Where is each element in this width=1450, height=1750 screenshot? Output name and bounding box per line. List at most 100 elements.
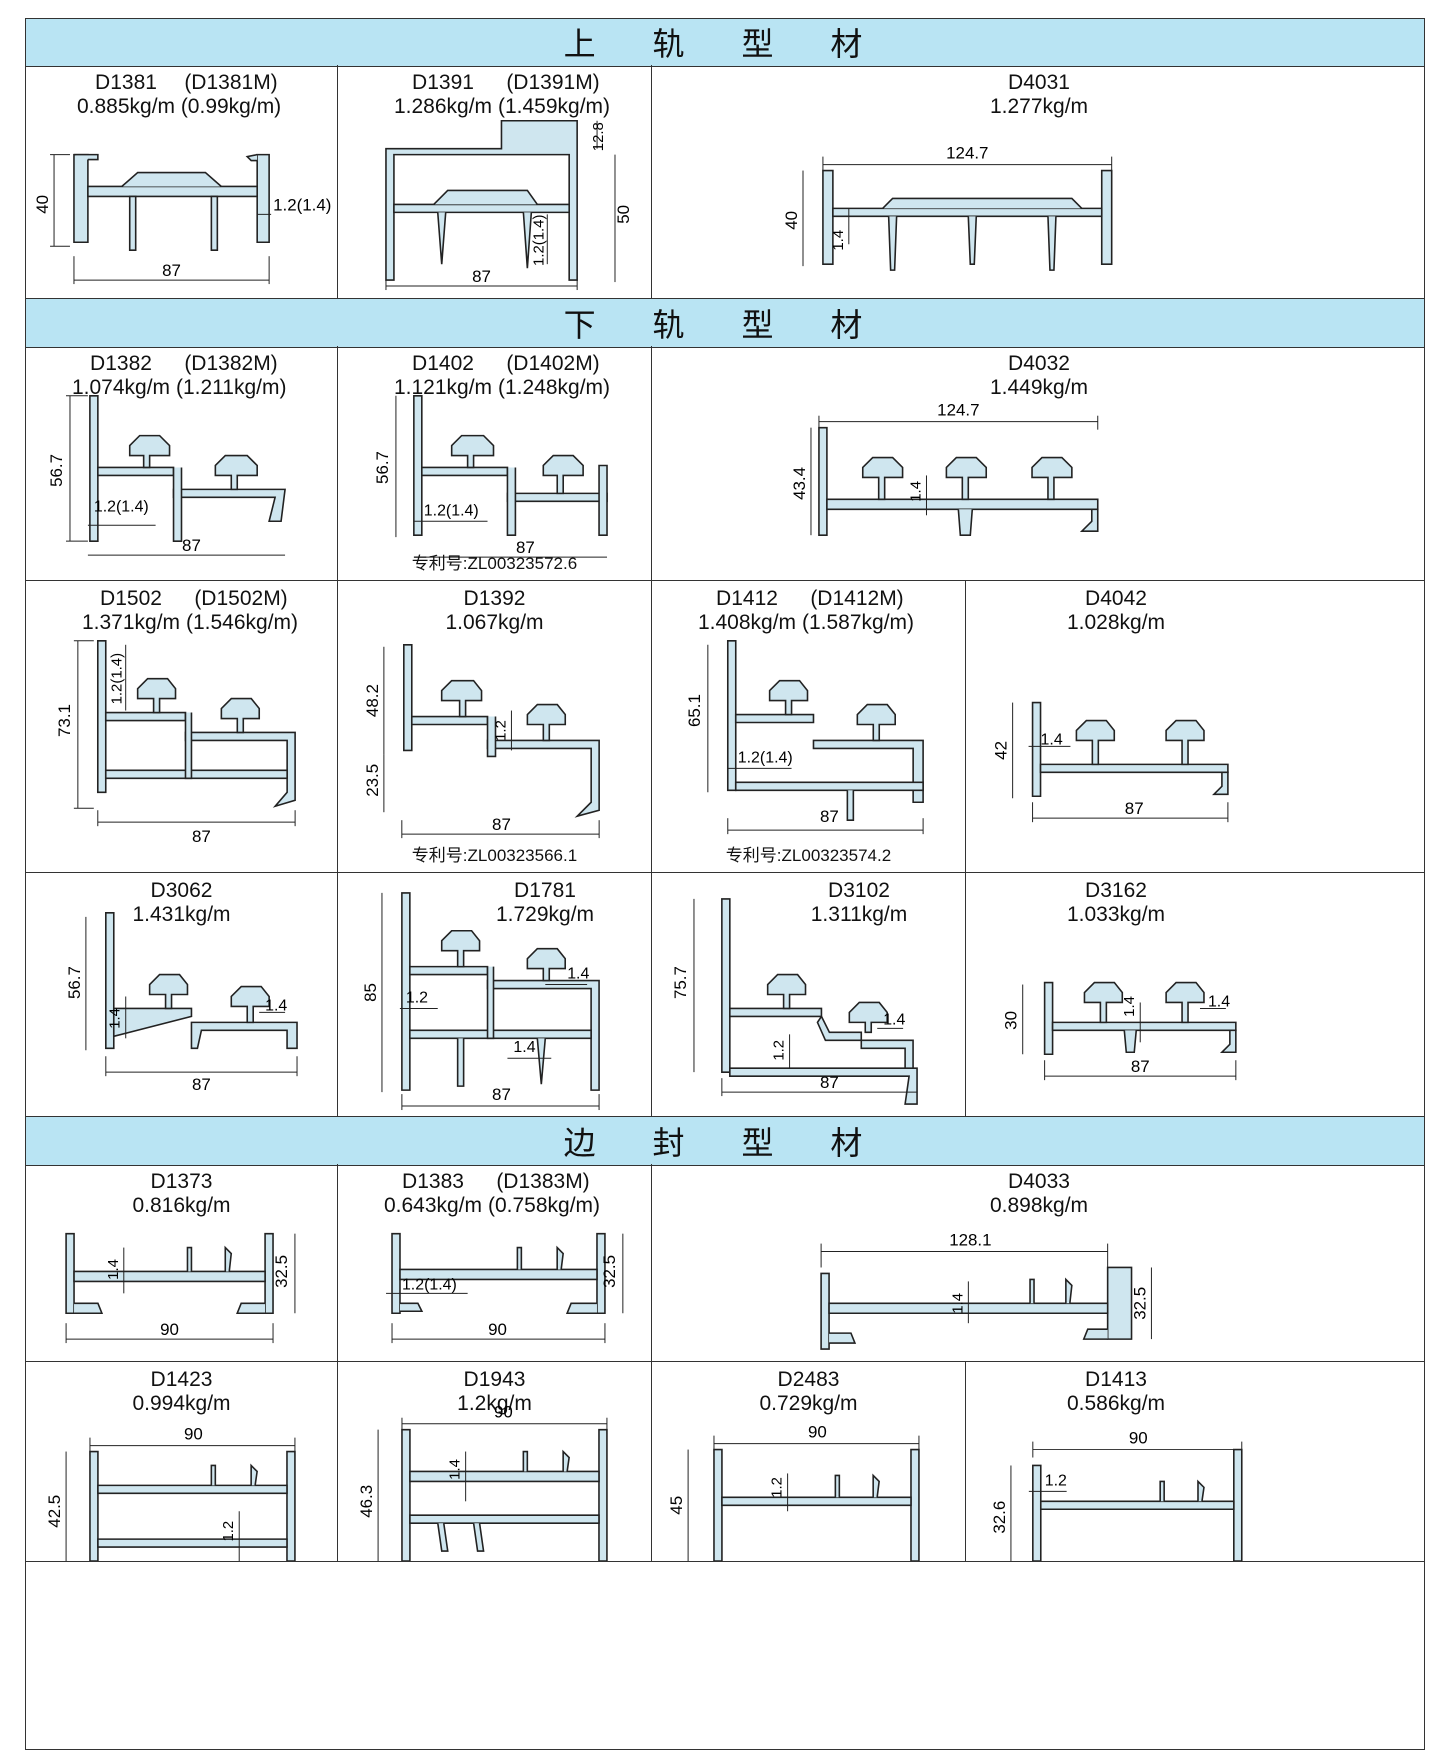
- profile-card-D2483: D2483 0.729kg/m 90 45 1.2: [652, 1362, 966, 1562]
- dim-height: 50: [614, 205, 633, 224]
- profile-code: D1402: [412, 352, 474, 375]
- dim-thickness: 1.2(1.4): [738, 749, 793, 766]
- profile-code: D1391: [412, 71, 474, 94]
- profile-weight: 0.729kg/m: [759, 1392, 858, 1415]
- profile-code: D1382: [90, 352, 152, 375]
- dim-height: 32.5: [600, 1255, 619, 1288]
- dim-height: 73.1: [55, 704, 74, 737]
- dim-height: 43.4: [790, 467, 809, 500]
- dim-thickness: 1.4: [949, 1293, 966, 1314]
- dim-height: 56.7: [47, 454, 66, 487]
- dim-width: 87: [192, 827, 211, 846]
- alt-code: (D1381M): [184, 71, 278, 94]
- section-header-upper-rail: 上 轨 型 材: [26, 19, 1424, 67]
- profile-weight: 0.643kg/m: [383, 1194, 483, 1217]
- profile-drawing-D1392: 48.2 23.5 1.2 87: [363, 643, 600, 839]
- profile-weight: 1.729kg/m: [495, 903, 595, 926]
- dim-thickness: 1.4: [908, 481, 925, 502]
- profile-card-D1413: D1413 0.586kg/m 90 32.6 1.2: [966, 1362, 1424, 1562]
- profile-drawing-D3162: 30 1.4 1.4 87: [1002, 981, 1237, 1081]
- profile-code: D1381: [95, 71, 157, 94]
- dim-height: 75.7: [671, 966, 690, 999]
- patent-number: 专利号:ZL00323566.1: [411, 846, 578, 865]
- profile-header: D1402(D1402M) 1.121kg/m(1.248kg/m): [388, 352, 610, 400]
- dim-thickness: 1.2(1.4): [109, 653, 126, 705]
- alt-code: (D1402M): [506, 352, 600, 375]
- dim-thickness-left: 1.4: [1121, 996, 1138, 1017]
- profile-header: D1412(D1412M) 1.408kg/m(1.587kg/m): [692, 587, 914, 635]
- dim-width: 87: [192, 1075, 211, 1094]
- profile-header: D4031 1.277kg/m: [652, 71, 1424, 119]
- profile-weight: 1.067kg/m: [445, 611, 544, 634]
- section-header-lower-rail: 下 轨 型 材: [26, 298, 1424, 348]
- profile-drawing-D4032: 124.7 43.4 1.4: [790, 401, 1099, 536]
- dim-width: 90: [160, 1320, 179, 1339]
- profile-weight: 1.449kg/m: [989, 376, 1089, 399]
- profile-card-D3062: D3062 1.431kg/m 56.7 1.4 1.4 87: [26, 873, 338, 1118]
- dim-width: 124.7: [937, 401, 979, 420]
- dim-thickness: 1.2(1.4): [530, 215, 547, 266]
- profile-card-D1391: D1391(D1391M) 1.286kg/m(1.459kg/m) 12.8 …: [338, 65, 652, 300]
- dim-height: 30: [1002, 1011, 1021, 1030]
- profile-drawing-D4042: 42 1.4 87: [992, 701, 1229, 823]
- profile-code: D4033: [1008, 1170, 1070, 1193]
- profile-header: D1502(D1502M) 1.371kg/m(1.546kg/m): [76, 587, 298, 635]
- dim-width: 87: [472, 267, 491, 286]
- profile-code: D2483: [777, 1368, 840, 1391]
- dim-width: 124.7: [946, 144, 988, 163]
- dim-thickness-left: 1.4: [107, 1008, 124, 1029]
- profile-card-D1781: D1781 1.729kg/m 85 1.2 1.4: [338, 873, 652, 1118]
- profile-drawing-D1391: 12.8 50 87 1.2(1.4): [385, 119, 633, 291]
- section-title: 边 封 型 材: [563, 1125, 887, 1161]
- profile-card-D1502: D1502(D1502M) 1.371kg/m(1.546kg/m) 73.1 …: [26, 581, 338, 873]
- alt-weight: (1.211kg/m): [176, 376, 287, 399]
- patent-number: 专利号:ZL00323572.6: [411, 554, 578, 573]
- profile-code: D1943: [463, 1368, 526, 1391]
- profile-drawing-D4031: 124.7 40 1.4: [782, 144, 1113, 271]
- profile-weight: 0.586kg/m: [1066, 1392, 1166, 1415]
- profile-drawing-D1943: 90 46.3 1.4: [357, 1403, 608, 1561]
- section-header-side-seal: 边 封 型 材: [26, 1116, 1424, 1166]
- dim-thickness: 1.4: [105, 1259, 122, 1280]
- profile-card-D1381: D1381(D1381M) 0.885kg/m(0.99kg/m) 40 87: [26, 65, 338, 300]
- dim-width: 87: [1125, 799, 1144, 818]
- profile-weight: 0.994kg/m: [132, 1392, 231, 1415]
- profile-code: D1373: [150, 1170, 213, 1193]
- dim-width: 90: [488, 1320, 507, 1339]
- section-title: 下 轨 型 材: [563, 307, 887, 343]
- profile-weight: 0.885kg/m: [76, 95, 176, 118]
- dim-width: 87: [492, 1085, 511, 1104]
- profile-drawing-D4033: 128.1 1.4 32.5: [820, 1231, 1152, 1350]
- profile-card-D1943: D1943 1.2kg/m 90 46.3 1.4: [338, 1362, 652, 1562]
- profile-header: D3102 1.311kg/m: [752, 879, 965, 927]
- profile-code: D1383: [402, 1170, 464, 1193]
- profile-header: D2483 0.729kg/m: [652, 1368, 965, 1416]
- profile-weight: 1.033kg/m: [1066, 903, 1166, 926]
- dim-thickness: 1.4: [830, 230, 847, 251]
- dim-thickness: 1.2: [220, 1521, 237, 1542]
- dim-width: 87: [820, 1073, 839, 1092]
- profile-drawing-D1381: 40 87 1.2(1.4): [33, 153, 331, 285]
- profile-code: D1781: [514, 879, 576, 902]
- dim-width: 90: [184, 1425, 203, 1444]
- profile-code: D1502: [100, 587, 162, 610]
- dim-height: 42: [992, 741, 1011, 760]
- profile-card-D3102: D3102 1.311kg/m 75.7 1.2 1.4 87: [652, 873, 966, 1118]
- profile-drawing-D1781: 85 1.2 1.4 1.4 87: [361, 892, 600, 1111]
- profile-code: D1412: [716, 587, 778, 610]
- profile-header: D4032 1.449kg/m: [652, 352, 1424, 400]
- profile-drawing-D1373: 1.4 32.5 90: [65, 1232, 296, 1344]
- dim-height: 56.7: [373, 451, 392, 484]
- dim-height: 32.6: [990, 1501, 1009, 1534]
- profile-drawing-D1413: 90 32.6 1.2: [990, 1429, 1243, 1561]
- alt-code: (D1382M): [184, 352, 278, 375]
- dim-width: 87: [1131, 1057, 1150, 1076]
- profile-weight: 1.286kg/m: [393, 95, 493, 118]
- alt-weight: (0.99kg/m): [180, 95, 282, 118]
- alt-weight: (1.459kg/m): [498, 95, 611, 118]
- profile-weight: 1.121kg/m: [393, 376, 493, 399]
- profile-header: D4033 0.898kg/m: [652, 1170, 1424, 1218]
- profile-card-D1382: D1382(D1382M) 1.074kg/m(1.211kg/m) 56.7 …: [26, 346, 338, 581]
- dim-height: 56.7: [65, 966, 84, 999]
- dim-height: 65.1: [685, 694, 704, 727]
